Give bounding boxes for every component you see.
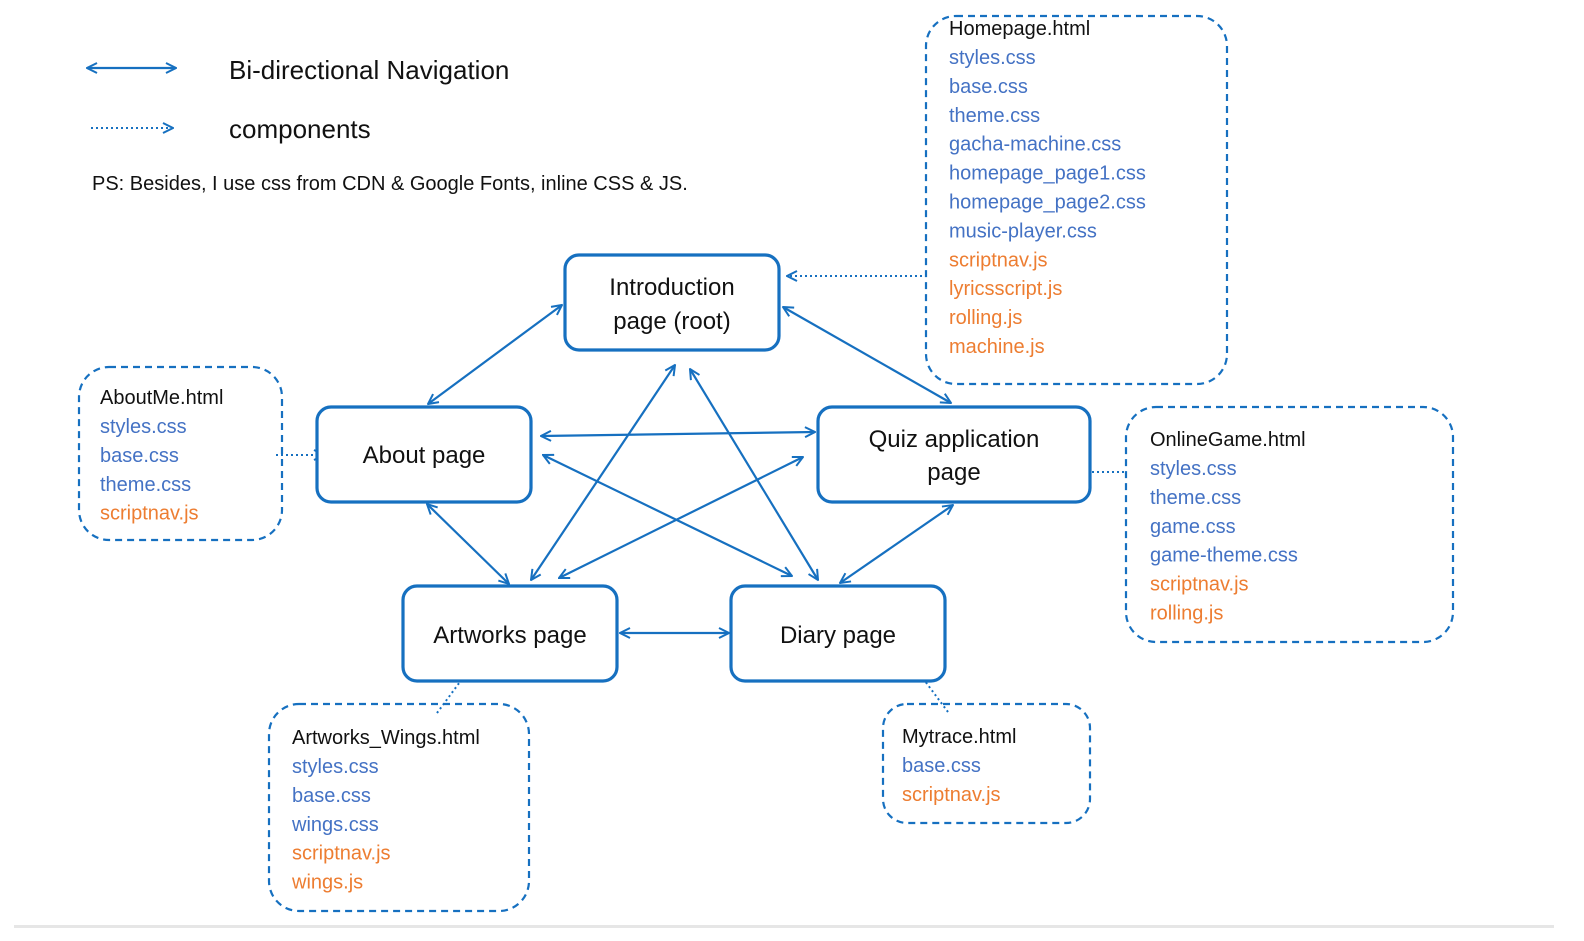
file-onlinegame-1: theme.css bbox=[1150, 487, 1241, 509]
file-homepage-7: scriptnav.js bbox=[949, 249, 1048, 271]
component-mytrace-files: base.css scriptnav.js bbox=[902, 755, 1001, 806]
component-onlinegame-files: styles.css theme.css game.css game-theme.cs… bbox=[1150, 458, 1298, 625]
file-artworkswings-2: wings.css bbox=[291, 814, 379, 836]
file-aboutme-3: scriptnav.js bbox=[100, 503, 199, 525]
file-homepage-6: music-player.css bbox=[949, 220, 1097, 242]
node-intro-line-2: page (root) bbox=[613, 308, 730, 335]
component-mytrace-title: Mytrace.html bbox=[902, 726, 1016, 748]
file-artworkswings-4: wings.js bbox=[291, 872, 363, 894]
file-aboutme-0: styles.css bbox=[100, 416, 187, 438]
node-intro: Introduction page (root) bbox=[563, 253, 781, 352]
component-aboutme: AboutMe.html styles.css base.css theme.css… bbox=[77, 365, 284, 542]
edge-about-diary bbox=[543, 455, 792, 576]
legend-components-label: components bbox=[229, 114, 371, 144]
file-homepage-3: gacha-machine.css bbox=[949, 134, 1121, 156]
file-homepage-10: machine.js bbox=[949, 336, 1045, 358]
file-homepage-8: lyricsscript.js bbox=[949, 278, 1062, 300]
file-onlinegame-0: styles.css bbox=[1150, 458, 1237, 480]
component-artworkswings-files: styles.css base.css wings.css scriptnav.js w… bbox=[291, 756, 391, 894]
file-onlinegame-4: scriptnav.js bbox=[1150, 574, 1249, 596]
file-aboutme-2: theme.css bbox=[100, 474, 191, 496]
edge-about-artworks bbox=[427, 504, 509, 584]
file-mytrace-1: scriptnav.js bbox=[902, 784, 1001, 806]
edge-quiz-artworks bbox=[559, 457, 803, 578]
edge-quiz-diary bbox=[840, 505, 953, 583]
file-homepage-9: rolling.js bbox=[949, 307, 1022, 329]
component-artworkswings-title: Artworks_Wings.html bbox=[292, 727, 480, 749]
component-artworkswings: Artworks_Wings.html styles.css base.css wi… bbox=[267, 702, 531, 913]
component-onlinegame-title: OnlineGame.html bbox=[1150, 429, 1306, 451]
edge-intro-artworks bbox=[531, 365, 675, 580]
file-aboutme-1: base.css bbox=[100, 445, 179, 467]
node-artworks-line-1: Artworks page bbox=[433, 622, 586, 649]
file-homepage-1: base.css bbox=[949, 76, 1028, 98]
file-mytrace-0: base.css bbox=[902, 755, 981, 777]
bottom-divider bbox=[14, 925, 1554, 928]
node-intro-line-1: Introduction bbox=[609, 274, 734, 301]
file-homepage-0: styles.css bbox=[949, 47, 1036, 69]
edge-intro-about bbox=[428, 305, 562, 404]
file-onlinegame-5: rolling.js bbox=[1150, 603, 1223, 625]
legend-bidirectional-label: Bi-directional Navigation bbox=[229, 55, 509, 85]
file-artworkswings-3: scriptnav.js bbox=[292, 843, 391, 865]
file-homepage-5: homepage_page2.css bbox=[949, 192, 1146, 214]
component-homepage-files: styles.css base.css theme.css gacha-machine… bbox=[949, 47, 1146, 358]
node-quiz: Quiz application page bbox=[816, 405, 1092, 504]
file-homepage-2: theme.css bbox=[949, 105, 1040, 127]
component-onlinegame: OnlineGame.html styles.css theme.css game.… bbox=[1124, 405, 1455, 644]
node-quiz-line-2: page bbox=[927, 459, 980, 486]
node-about-line-1: About page bbox=[363, 442, 486, 469]
node-diary: Diary page bbox=[729, 584, 947, 683]
component-mytrace: Mytrace.html base.css scriptnav.js bbox=[881, 702, 1092, 825]
edge-about-quiz bbox=[541, 432, 815, 436]
file-artworkswings-0: styles.css bbox=[292, 756, 379, 778]
node-quiz-line-1: Quiz application bbox=[869, 426, 1040, 453]
file-homepage-4: homepage_page1.css bbox=[949, 163, 1146, 185]
legend: Bi-directional Navigation components PS:… bbox=[87, 55, 688, 195]
node-diary-line-1: Diary page bbox=[780, 622, 896, 649]
file-onlinegame-2: game.css bbox=[1150, 516, 1236, 538]
file-onlinegame-3: game-theme.css bbox=[1150, 545, 1298, 567]
node-about: About page bbox=[315, 405, 533, 504]
component-aboutme-files: styles.css base.css theme.css scriptnav.js bbox=[100, 416, 199, 525]
edge-intro-diary bbox=[690, 369, 818, 580]
component-homepage: Homepage.html styles.css base.css theme.cs… bbox=[924, 14, 1229, 386]
navigation-edges bbox=[427, 305, 953, 633]
link-artworkswings-to-artworks bbox=[436, 671, 468, 714]
ps-note: PS: Besides, I use css from CDN & Google… bbox=[92, 173, 688, 195]
edge-intro-quiz bbox=[783, 307, 951, 403]
node-artworks: Artworks page bbox=[401, 584, 619, 683]
component-homepage-title: Homepage.html bbox=[949, 18, 1090, 40]
component-aboutme-title: AboutMe.html bbox=[100, 387, 223, 409]
file-artworkswings-1: base.css bbox=[292, 785, 371, 807]
